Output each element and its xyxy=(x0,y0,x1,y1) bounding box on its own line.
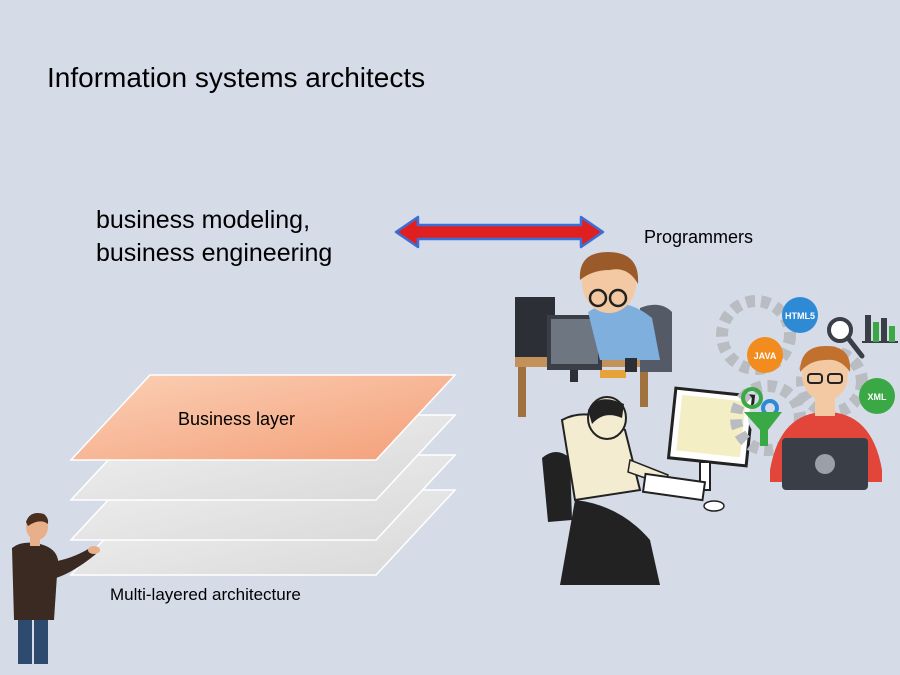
laptop-programmer-icon xyxy=(770,346,882,490)
double-arrow-icon xyxy=(394,215,605,249)
programmer-sketch-icon xyxy=(542,386,756,585)
xml-badge-icon: XML xyxy=(859,378,895,414)
business-layer-label: Business layer xyxy=(178,409,296,429)
business-modeling-line: business modeling, xyxy=(96,206,311,234)
presenter-icon xyxy=(12,513,100,664)
magnifier-icon xyxy=(827,317,865,359)
slide-title: Information systems architects xyxy=(47,62,426,93)
xml-badge-text: XML xyxy=(868,392,888,402)
funnel-gear-icon xyxy=(741,387,782,446)
business-modeling-text: business modeling, business engineering xyxy=(96,204,332,270)
bar-chart-icon xyxy=(862,315,898,343)
architecture-caption: Multi-layered architecture xyxy=(110,585,301,604)
business-layer-plane xyxy=(69,374,457,461)
programmer-desk-icon xyxy=(515,252,672,417)
layer-stack xyxy=(69,374,457,576)
java-badge-text: JAVA xyxy=(754,351,777,361)
html5-badge-icon: HTML5 xyxy=(782,297,818,333)
html5-badge-text: HTML5 xyxy=(785,311,815,321)
java-badge-icon: JAVA xyxy=(747,337,783,373)
programmers-label: Programmers xyxy=(644,227,754,247)
business-engineering-line: business engineering xyxy=(96,239,333,267)
